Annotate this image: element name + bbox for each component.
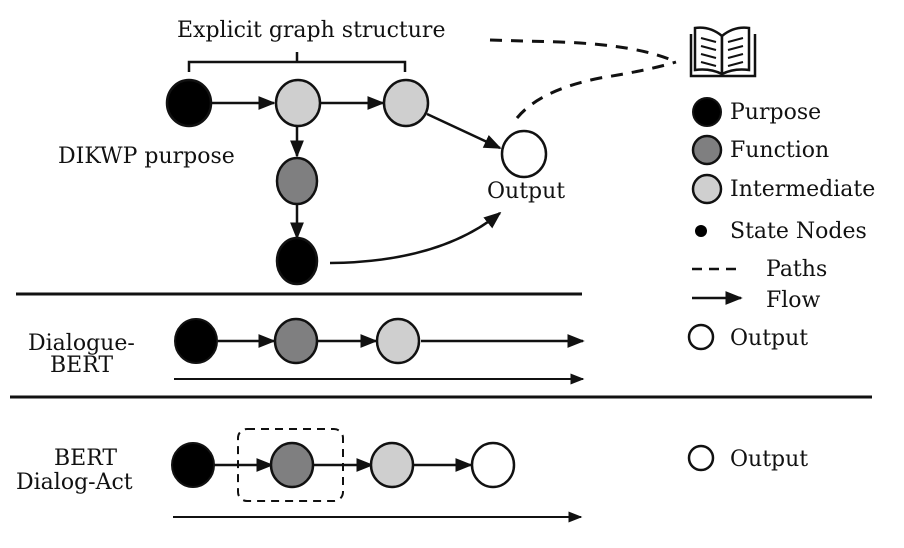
legend-state-nodes-label: State Nodes	[730, 219, 867, 244]
legend-paths-label: Paths	[766, 257, 827, 282]
node-purpose	[174, 318, 218, 364]
node-function	[269, 441, 315, 489]
node-output	[470, 441, 516, 489]
node-output	[500, 129, 548, 179]
node-purpose	[171, 442, 215, 488]
legend-output-label: Output	[730, 447, 808, 472]
dashed-path-to-book	[489, 38, 677, 64]
legend-output-swatch	[687, 444, 715, 472]
edge-purpose-to-output	[329, 211, 502, 265]
legend-state-node-swatch	[695, 225, 707, 237]
node-function	[275, 156, 319, 206]
legend-function-swatch	[691, 134, 723, 166]
legend-flow-label: Flow	[766, 288, 821, 313]
legend-output-label: Output	[730, 326, 808, 351]
bert-dialog-act-label-line1: BERT	[54, 446, 117, 471]
legend-intermediate-swatch	[691, 173, 723, 205]
legend-purpose-swatch	[692, 97, 722, 127]
open-book-icon	[689, 26, 757, 78]
legend: Purpose Function Intermediate State Node…	[687, 97, 875, 351]
section-label-dikwp: DIKWP purpose	[58, 144, 235, 169]
node-intermediate	[274, 78, 322, 128]
dialogue-bert-label-line2: BERT	[50, 353, 113, 378]
legend-function-label: Function	[730, 138, 829, 163]
output-node-label: Output	[487, 179, 565, 204]
dashed-path-output-to-book	[515, 60, 677, 119]
bert-dialog-act-label-line2: Dialog-Act	[16, 470, 133, 495]
node-purpose	[275, 236, 319, 286]
brace-label: Explicit graph structure	[177, 18, 445, 43]
node-intermediate	[369, 441, 415, 489]
brace	[187, 52, 407, 72]
legend-output-swatch	[687, 323, 715, 351]
node-intermediate	[382, 78, 430, 128]
node-purpose	[165, 78, 213, 128]
legend-intermediate-label: Intermediate	[730, 177, 875, 202]
edge-intermediate-to-output	[426, 112, 502, 150]
node-intermediate	[375, 317, 421, 365]
dialogue-bert-label-line1: Dialogue-	[28, 331, 135, 356]
legend-purpose-label: Purpose	[730, 100, 821, 125]
node-function	[273, 317, 319, 365]
